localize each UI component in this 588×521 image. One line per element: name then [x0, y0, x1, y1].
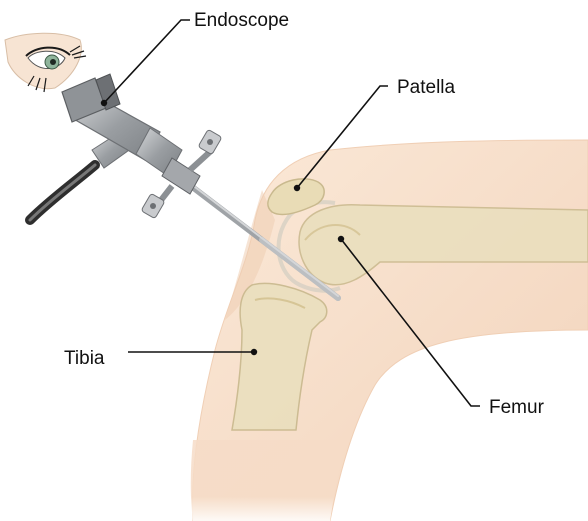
endoscope-leader [104, 20, 190, 103]
tibia-label: Tibia [64, 349, 104, 368]
patella-label: Patella [397, 78, 455, 97]
femur-label: Femur [489, 398, 544, 417]
endoscope-device [62, 74, 222, 219]
eye-icon [5, 33, 86, 92]
endoscope-label: Endoscope [194, 11, 289, 30]
light-cable [30, 165, 95, 220]
